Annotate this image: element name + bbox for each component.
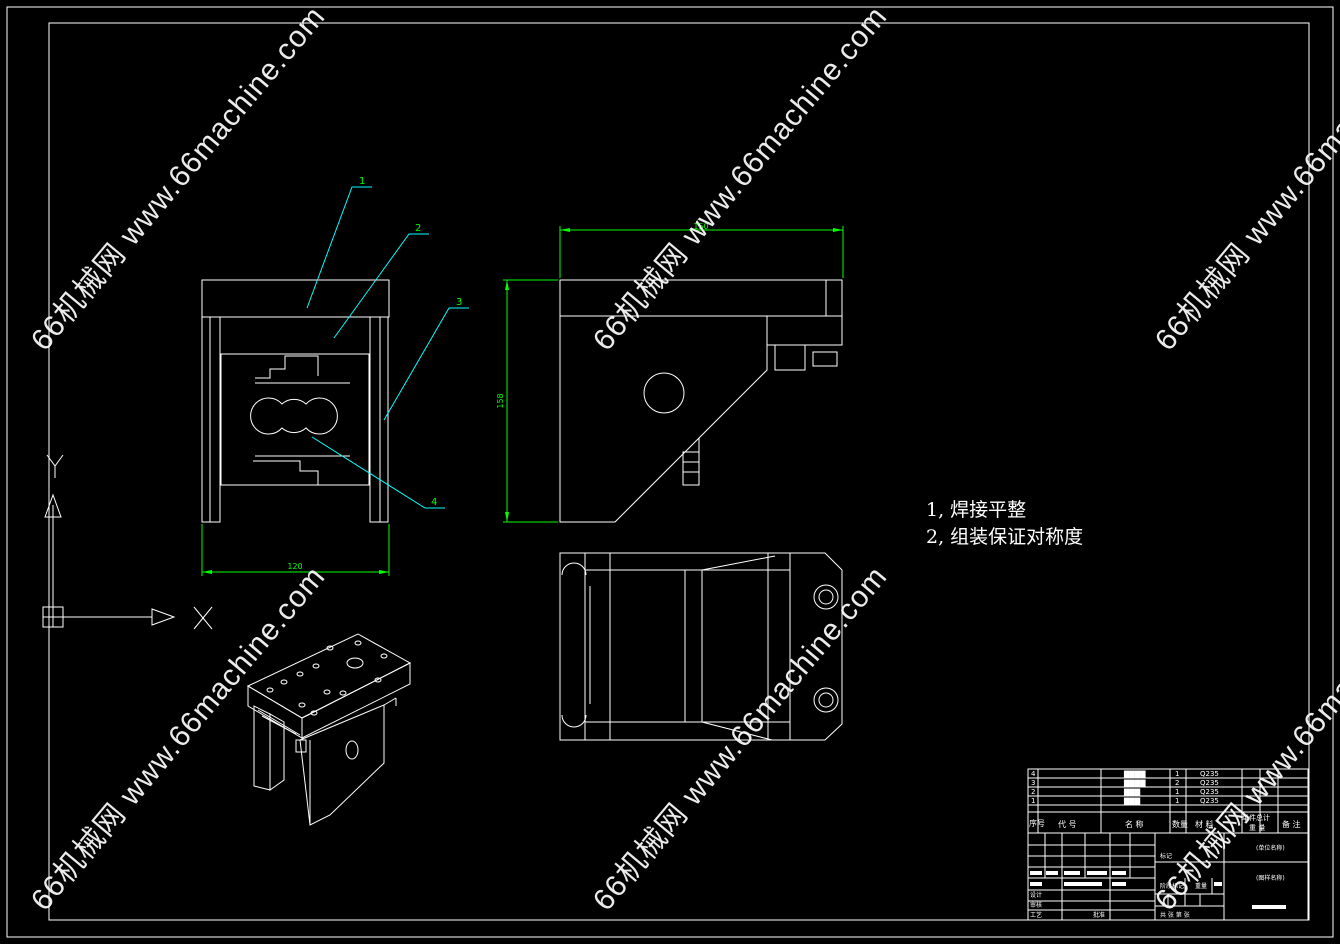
balloon-3: 3 (456, 297, 462, 308)
balloon-4: 4 (431, 497, 437, 508)
isometric-view (246, 633, 412, 826)
bom-row-1-material: Q235 (1200, 797, 1219, 805)
bom-header-code: 代 号 (1058, 819, 1077, 829)
mark-label: 标记 (1160, 852, 1172, 860)
outer-border (6, 6, 1334, 938)
balloon-leaders (306, 186, 469, 509)
sheets-label: 共 张 第 张 (1160, 911, 1190, 919)
bom-row-3-no: 3 (1031, 779, 1035, 787)
bom-row-2-qty: 1 (1175, 788, 1179, 796)
bom-row-4-no: 4 (1031, 770, 1036, 778)
bom-row-1-qty: 1 (1175, 797, 1179, 805)
bom-row-4-material: Q235 (1200, 770, 1219, 778)
bom-row-2-name: ▇▇▇ (1123, 788, 1141, 796)
bom-header-weight: 单件总计 (1242, 813, 1270, 822)
note-2: 2, 组装保证对称度 (926, 526, 1084, 548)
front-dimension: 120 (201, 524, 390, 576)
top-view (559, 552, 843, 741)
design-label: 设计 (1030, 891, 1042, 899)
approve-label: 批准 (1093, 911, 1105, 919)
weight-label: 重量 (1195, 882, 1207, 890)
balloon-1: 1 (359, 176, 365, 187)
inner-border (48, 22, 1310, 921)
side-dimensions (503, 226, 844, 523)
title-block (1027, 768, 1309, 921)
bom-header-no: 序号 (1029, 818, 1045, 828)
dim-text-158: 158 (496, 393, 505, 408)
process-label: 工艺 (1030, 911, 1042, 919)
dim-text-120: 120 (287, 562, 302, 571)
bom-header-material: 材 料 (1195, 819, 1214, 829)
bom-row-1-no: 1 (1031, 797, 1035, 805)
dim-text-150: 150 (693, 222, 708, 231)
bom-header-qty: 数量 (1172, 819, 1188, 829)
technical-notes: 1, 焊接平整 2, 组装保证对称度 (926, 497, 1083, 551)
bom-row-4-name: ▇▇▇▇ (1123, 770, 1146, 778)
bom-row-4-qty: 1 (1175, 770, 1179, 778)
bom-header-weight-sub: 重 量 (1249, 824, 1265, 832)
balloon-2: 2 (415, 223, 421, 234)
bom-row-3-qty: 2 (1175, 779, 1179, 787)
bom-row-3-name: ▇▇▇▇ (1123, 779, 1146, 787)
side-view (559, 279, 843, 523)
unit-name: (单位名称) (1256, 844, 1285, 852)
marks-label: 阶段标记 (1160, 882, 1184, 890)
bom-row-1-name: ▇▇▇ (1123, 797, 1141, 805)
drawing-name: (图样名称) (1256, 874, 1285, 882)
bom-row-3-material: Q235 (1200, 779, 1219, 787)
bom-row-2-no: 2 (1031, 788, 1035, 796)
bom-row-2-material: Q235 (1200, 788, 1219, 796)
bom-header-name: 名 称 (1125, 819, 1144, 829)
review-label: 审核 (1030, 901, 1042, 909)
front-view (201, 279, 390, 523)
note-1: 1, 焊接平整 (926, 499, 1027, 521)
ucs-axis-icon (42, 454, 213, 630)
bom-header-remark: 备 注 (1282, 819, 1301, 829)
